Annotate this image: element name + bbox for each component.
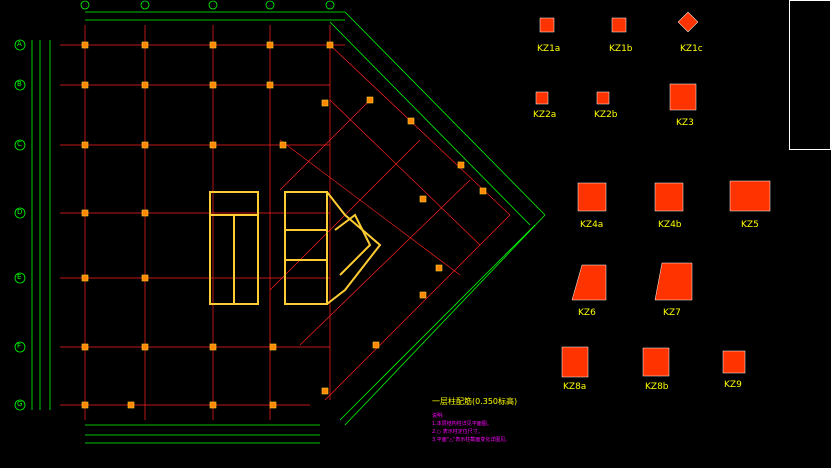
column-label-kz8b: KZ8b [645, 382, 669, 392]
axis-label-c: C [17, 140, 22, 148]
axis-bubbles [14, 0, 335, 411]
column-label-kz9: KZ9 [724, 380, 742, 390]
elevation-label: (0.350标高) [472, 397, 518, 406]
column-label-kz8a: KZ8a [563, 382, 587, 392]
note-line: 说明: [432, 413, 444, 419]
axis-label-e: E [17, 273, 22, 281]
column-label-kz1c: KZ1c [680, 44, 703, 54]
note-line: 3.平面"△"表示柱截面变化详图见。 [432, 437, 511, 443]
plan-notes: 说明: 1.本层结构柱详见平面图。 2.○ 表示柱定位尺寸。 3.平面"△"表示… [432, 412, 510, 444]
column-label-kz4b: KZ4b [658, 220, 682, 230]
drawing-legend-table [789, 0, 831, 150]
plan-title: 一层柱配筋 [432, 397, 472, 406]
column-label-kz6: KZ6 [578, 308, 596, 318]
column-label-kz7: KZ7 [663, 308, 681, 318]
core-walls [209, 191, 382, 305]
note-line: 2.○ 表示柱定位尺寸。 [432, 429, 483, 435]
column-label-kz1a: KZ1a [537, 44, 561, 54]
column-label-kz2b: KZ2b [594, 110, 618, 120]
note-line: 1.本层结构柱详见平面图。 [432, 421, 492, 427]
axis-label-b: B [17, 80, 22, 88]
dimension-lines [31, 11, 546, 444]
section-details [535, 11, 771, 378]
column-label-kz3: KZ3 [676, 118, 694, 128]
column-label-kz5: KZ5 [741, 220, 759, 230]
axis-label-d: D [17, 208, 23, 216]
column-label-kz4a: KZ4a [580, 220, 604, 230]
column-label-kz1b: KZ1b [609, 44, 633, 54]
axis-label-f: F [17, 342, 22, 350]
axis-label-g: G [17, 400, 23, 408]
column-label-kz2a: KZ2a [533, 110, 557, 120]
axis-label-a: A [17, 40, 22, 48]
plan-columns [81, 41, 487, 409]
